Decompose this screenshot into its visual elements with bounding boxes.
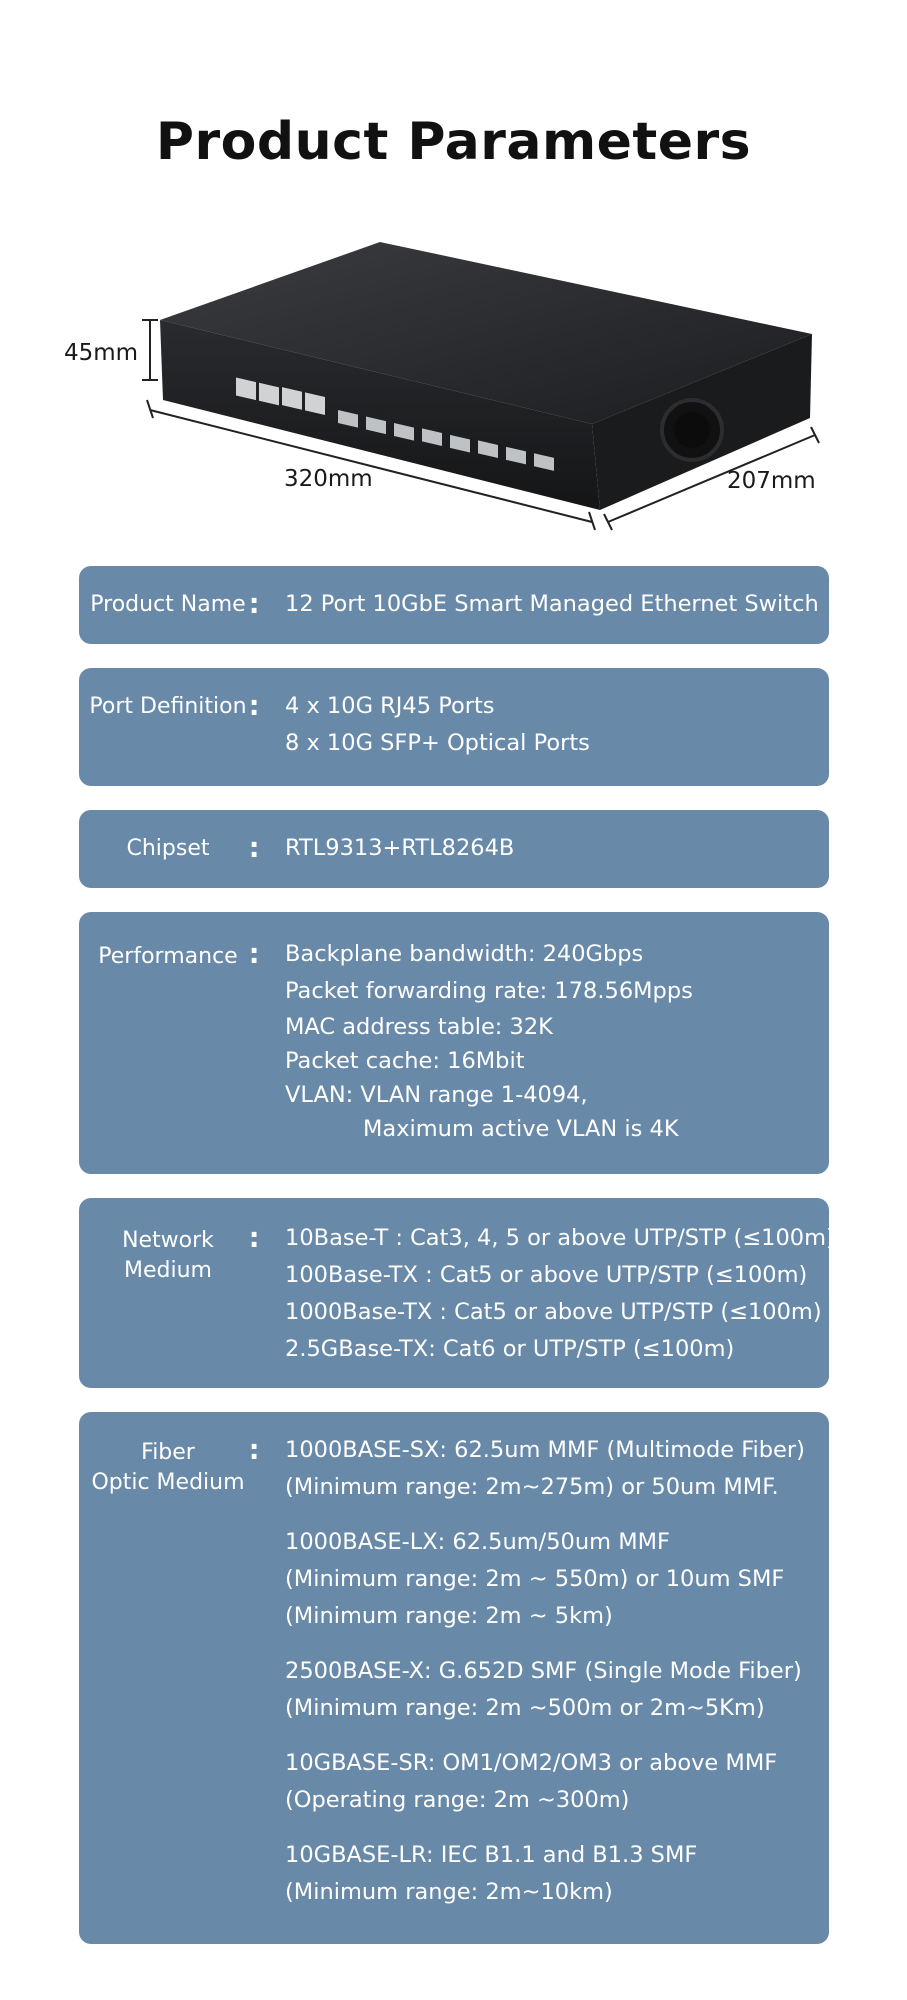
value-line: (Minimum range: 2m ~ 5km) bbox=[285, 1603, 613, 1629]
param-label: Fiber Optic Medium bbox=[79, 1438, 257, 1498]
label-line: Product Name bbox=[90, 592, 246, 617]
param-product-name: Product Name ·· 12 Port 10GbE Smart Mana… bbox=[79, 566, 829, 644]
value-line: RTL9313+RTL8264B bbox=[285, 835, 515, 861]
value-line: (Minimum range: 2m ~ 550m) or 10um SMF bbox=[285, 1566, 785, 1592]
param-values: 12 Port 10GbE Smart Managed Ethernet Swi… bbox=[285, 586, 819, 623]
group-gap bbox=[285, 1819, 819, 1837]
value-line: 10GBASE-SR: OM1/OM2/OM3 or above MMF bbox=[285, 1750, 778, 1776]
value-line: 4 x 10G RJ45 Ports bbox=[285, 693, 495, 719]
param-network-medium: Network Medium ·· 10Base-T : Cat3, 4, 5 … bbox=[79, 1198, 835, 1388]
param-chipset: Chipset ·· RTL9313+RTL8264B bbox=[79, 810, 829, 888]
group-gap bbox=[285, 1727, 819, 1745]
value-line: 10GBASE-LR: IEC B1.1 and B1.3 SMF bbox=[285, 1842, 698, 1868]
value-line: Backplane bandwidth: 240Gbps bbox=[285, 941, 644, 967]
colon-separator: ·· bbox=[249, 1216, 261, 1264]
colon-separator: ·· bbox=[249, 1428, 261, 1476]
label-line: Chipset bbox=[126, 836, 210, 861]
param-label: Network Medium bbox=[79, 1226, 257, 1286]
value-line: (Operating range: 2m ~300m) bbox=[285, 1787, 630, 1813]
group-gap bbox=[285, 1506, 819, 1524]
group-gap bbox=[285, 1635, 819, 1653]
switch-illustration: 45mm 320mm 207mm bbox=[0, 230, 907, 550]
label-line: Network bbox=[122, 1228, 214, 1253]
value-line: Packet forwarding rate: 178.56Mpps bbox=[285, 978, 693, 1004]
param-label: Product Name bbox=[79, 590, 257, 620]
width-dimension: 207mm bbox=[727, 468, 816, 494]
value-line: Maximum active VLAN is 4K bbox=[363, 1116, 679, 1142]
param-port-definition: Port Definition ·· 4 x 10G RJ45 Ports 8 … bbox=[79, 668, 829, 786]
colon-separator: ·· bbox=[249, 826, 261, 874]
colon-separator: ·· bbox=[249, 932, 261, 980]
value-line: 1000BASE-SX: 62.5um MMF (Multimode Fiber… bbox=[285, 1437, 805, 1463]
value-line: 2.5GBase-TX: Cat6 or UTP/STP (≤100m) bbox=[285, 1336, 735, 1362]
value-line: 1000BASE-LX: 62.5um/50um MMF bbox=[285, 1529, 670, 1555]
label-line: Fiber bbox=[141, 1440, 195, 1465]
value-line: Packet cache: 16Mbit bbox=[285, 1048, 525, 1074]
param-label: Performance bbox=[79, 942, 257, 972]
value-line: (Minimum range: 2m ~500m or 2m~5Km) bbox=[285, 1695, 765, 1721]
param-values: 10Base-T : Cat3, 4, 5 or above UTP/STP (… bbox=[285, 1220, 835, 1368]
value-line: 12 Port 10GbE Smart Managed Ethernet Swi… bbox=[285, 591, 819, 617]
param-values: Backplane bandwidth: 240Gbps Packet forw… bbox=[285, 936, 819, 1146]
param-performance: Performance ·· Backplane bandwidth: 240G… bbox=[79, 912, 829, 1174]
param-values: 4 x 10G RJ45 Ports 8 x 10G SFP+ Optical … bbox=[285, 688, 819, 762]
value-line: VLAN: VLAN range 1-4094, bbox=[285, 1082, 588, 1108]
param-values: RTL9313+RTL8264B bbox=[285, 830, 819, 867]
length-dimension: 320mm bbox=[284, 466, 373, 492]
label-line: Performance bbox=[98, 944, 238, 969]
value-line: MAC address table: 32K bbox=[285, 1014, 553, 1040]
label-line: Medium bbox=[124, 1258, 212, 1283]
colon-separator: ·· bbox=[249, 684, 261, 732]
value-line: 100Base-TX : Cat5 or above UTP/STP (≤100… bbox=[285, 1262, 808, 1288]
value-line: (Minimum range: 2m~275m) or 50um MMF. bbox=[285, 1474, 779, 1500]
param-values: 1000BASE-SX: 62.5um MMF (Multimode Fiber… bbox=[285, 1432, 819, 1911]
value-line: 1000Base-TX : Cat5 or above UTP/STP (≤10… bbox=[285, 1299, 822, 1325]
height-dimension: 45mm bbox=[64, 340, 139, 366]
value-line: (Minimum range: 2m~10km) bbox=[285, 1879, 613, 1905]
value-line: 8 x 10G SFP+ Optical Ports bbox=[285, 730, 590, 756]
value-line: 2500BASE-X: G.652D SMF (Single Mode Fibe… bbox=[285, 1658, 802, 1684]
value-line: 10Base-T : Cat3, 4, 5 or above UTP/STP (… bbox=[285, 1225, 835, 1251]
param-label: Port Definition bbox=[79, 692, 257, 722]
page-title: Product Parameters bbox=[155, 112, 752, 172]
label-line: Optic Medium bbox=[91, 1470, 245, 1495]
colon-separator: ·· bbox=[249, 582, 261, 630]
param-label: Chipset bbox=[79, 834, 257, 864]
param-fiber-optic-medium: Fiber Optic Medium ·· 1000BASE-SX: 62.5u… bbox=[79, 1412, 829, 1944]
switch-image bbox=[142, 242, 820, 531]
label-line: Port Definition bbox=[89, 694, 247, 719]
